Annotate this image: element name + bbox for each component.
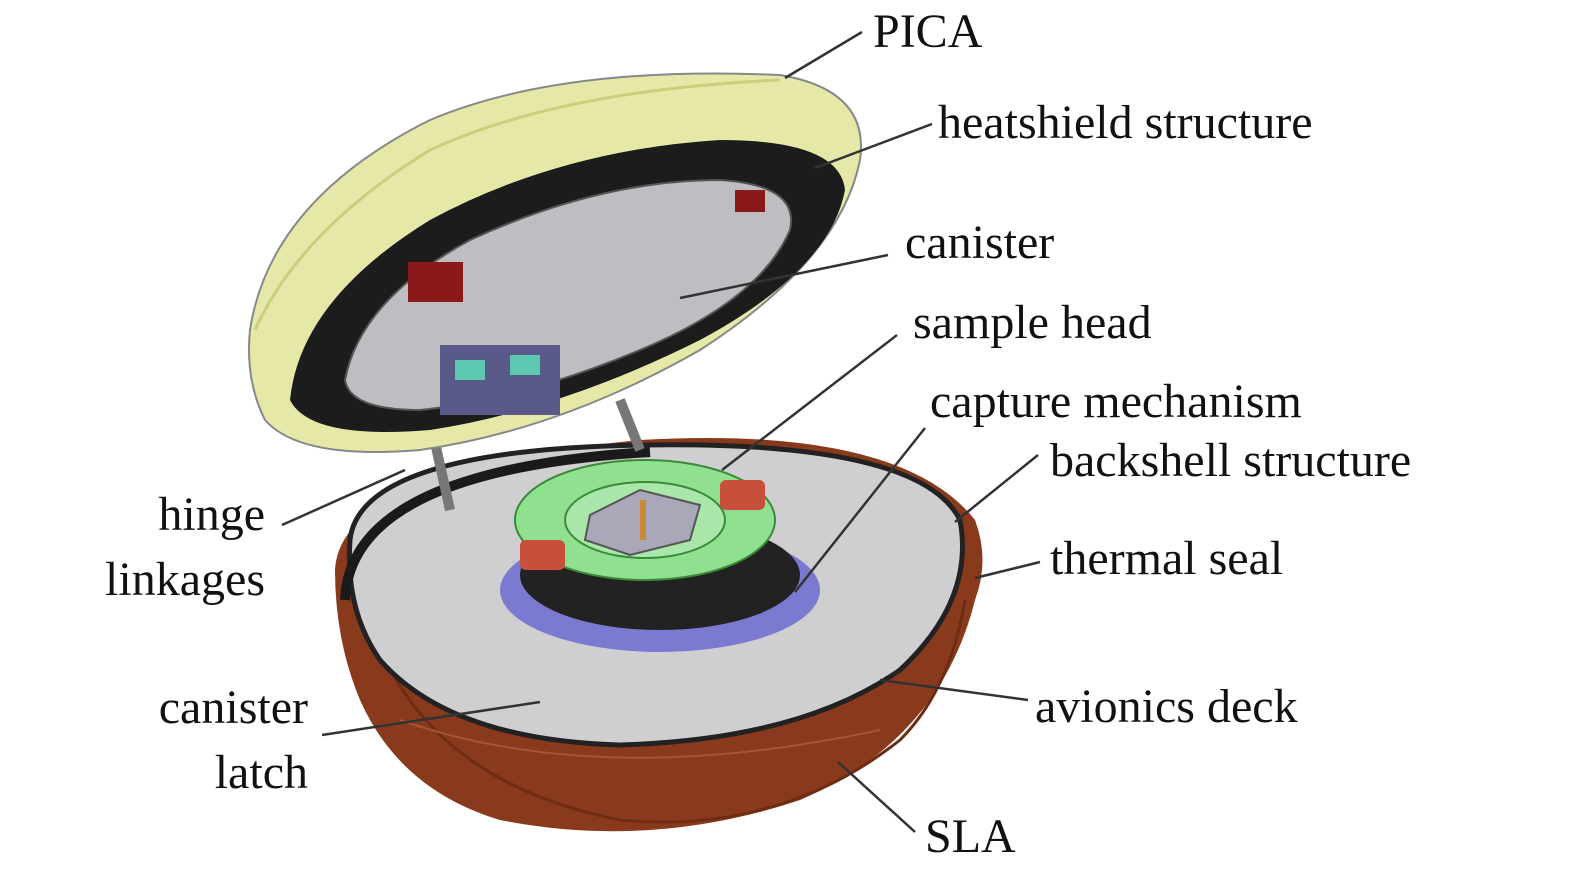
capture-mechanism (500, 459, 820, 652)
heatshield-lid (248, 72, 862, 453)
leader-line-capture-mechanism (794, 427, 926, 593)
label-canister-latch-line2: latch (215, 746, 308, 799)
leader-line-canister (679, 253, 889, 300)
label-canister: canister (905, 216, 1054, 269)
label-heatshield-structure: heatshield structure (938, 96, 1313, 149)
leader-line-sample-head (721, 334, 898, 471)
label-hinge-line2: linkages (105, 553, 265, 606)
label-sla: SLA (925, 810, 1016, 863)
label-thermal-seal: thermal seal (1050, 532, 1283, 585)
leader-line-pica (784, 30, 863, 80)
leader-line-hinge (281, 468, 406, 527)
leader-line-backshell (954, 454, 1039, 523)
leader-line-avionics-deck (879, 678, 1029, 702)
leader-line-canister-latch (321, 700, 541, 737)
label-canister-latch-line1: canister (159, 681, 308, 734)
leader-line-thermal-seal (974, 560, 1041, 580)
label-capture-mechanism: capture mechanism (930, 375, 1302, 428)
label-backshell-structure: backshell structure (1050, 434, 1411, 487)
label-sample-head: sample head (913, 296, 1152, 349)
leader-line-heatshield (814, 122, 933, 170)
label-avionics-deck: avionics deck (1035, 680, 1298, 733)
label-hinge-line1: hinge (158, 488, 265, 541)
leader-line-sla (837, 761, 916, 833)
label-pica: PICA (873, 5, 983, 58)
